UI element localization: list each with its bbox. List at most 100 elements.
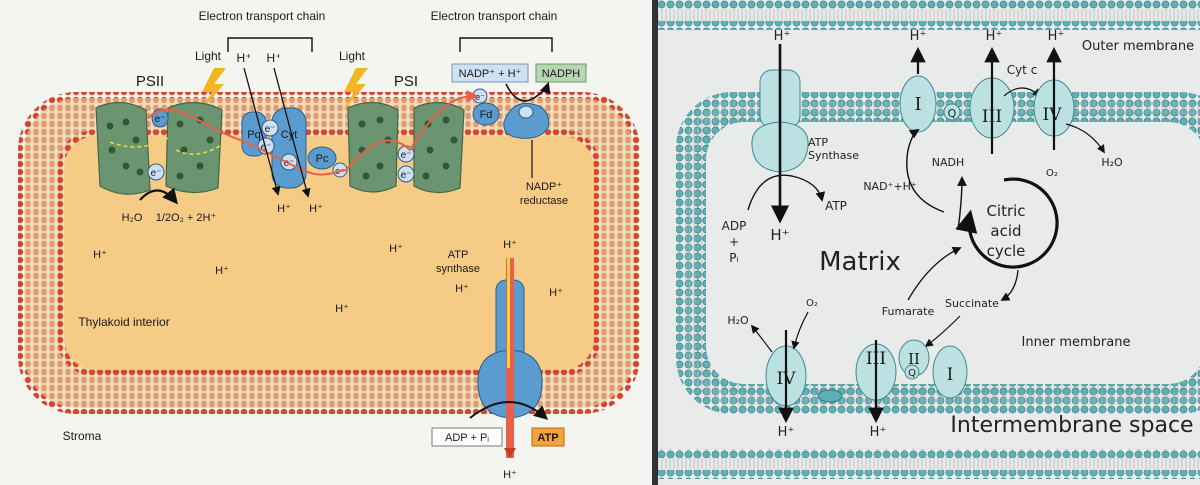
complex-iii: III <box>969 46 1015 154</box>
adp-label: ADP <box>722 219 747 233</box>
ubiquinone <box>943 103 961 121</box>
intermembrane-space-label: Intermembrane space <box>950 413 1193 438</box>
water-split-arrow <box>139 187 178 205</box>
nadph-arrow <box>505 81 551 102</box>
complex-iv: IV <box>765 330 807 424</box>
complex-i-label: I <box>914 94 921 115</box>
light-label-1: Light <box>195 49 222 63</box>
cytochrome-c <box>817 389 843 403</box>
psi-label: PSI <box>394 73 418 90</box>
complex-ii-label: II <box>908 350 920 368</box>
proton-label: H⁺ <box>770 226 789 244</box>
oxygen-label: O₂ <box>1046 168 1058 179</box>
proton-label: H⁺ <box>986 29 1003 44</box>
proton-label: H⁺ <box>335 303 349 315</box>
pq-label: Pq <box>247 129 260 141</box>
complex-iv-label: IV <box>1043 105 1063 125</box>
proton-label: H⁺ <box>503 239 517 251</box>
fd-label: Fd <box>480 109 493 121</box>
proton-label: H⁺ <box>389 243 403 255</box>
fumarate-label: Fumarate <box>882 305 935 318</box>
complex-iv: IV <box>1033 46 1075 150</box>
atp-synthase <box>477 258 543 458</box>
adp-box <box>431 427 503 447</box>
electron-label: e⁻ <box>401 150 412 161</box>
lightning-icon <box>342 68 368 112</box>
proton-label: H⁺ <box>549 287 563 299</box>
adp-label: Pᵢ <box>729 251 738 265</box>
matrix-label: Matrix <box>819 247 901 277</box>
fumarate-arrow <box>907 246 962 301</box>
nadp-reductase-label: NADP⁺ <box>526 181 563 193</box>
nadph-box <box>535 63 587 83</box>
psii-label: PSII <box>136 73 164 90</box>
water-arrow <box>750 324 773 353</box>
outer-membrane-label: Outer membrane <box>1082 39 1194 54</box>
proton-label: H⁺ <box>267 51 282 65</box>
atp-synthase-label: synthase <box>436 263 480 275</box>
citric-acid-label: acid <box>990 222 1021 240</box>
electron-label: e⁻ <box>401 170 412 181</box>
nadp-reductase-label: reductase <box>520 195 568 207</box>
oxygen-label: 1/2O₂ + 2H⁺ <box>156 212 217 224</box>
pc-label: Pc <box>316 153 329 165</box>
proton-label: H⁺ <box>870 425 887 440</box>
water-label: H₂O <box>122 212 143 224</box>
lightning-icon <box>200 68 226 112</box>
mito-atp-label: ATP <box>825 199 847 213</box>
proton-label: H⁺ <box>778 425 795 440</box>
nadp-reductase <box>503 102 550 178</box>
q-label: Q <box>908 368 916 379</box>
succinate-arrow <box>924 315 961 347</box>
panel-divider <box>652 0 658 485</box>
ubiquinone <box>904 364 920 380</box>
proton-label: H⁺ <box>1048 29 1065 44</box>
nadp-box <box>451 63 529 83</box>
water-arrow <box>1065 123 1105 154</box>
nadp-label: NADP⁺ + H⁺ <box>459 68 522 80</box>
nadh-arrow <box>906 128 945 213</box>
proton-label: H⁺ <box>215 265 229 277</box>
electron-label: e⁻ <box>155 114 166 125</box>
light-label-2: Light <box>339 49 366 63</box>
succinate-arrow <box>1000 269 1019 301</box>
etc-bracket-left <box>227 37 313 52</box>
oxygen-arrow <box>791 311 809 350</box>
energy-path <box>109 137 231 155</box>
proton-label: H⁺ <box>93 249 107 261</box>
electron-label: e⁻ <box>151 168 162 179</box>
proton-label: H⁺ <box>455 283 469 295</box>
atp-synthase-label: ATP <box>448 249 469 261</box>
ferredoxin: Fd e⁻ <box>472 88 500 126</box>
proton-arrow <box>273 67 311 198</box>
mito-atp-synthase-label: Synthase <box>808 149 859 162</box>
nad-label: NAD⁺+H⁺ <box>863 180 917 193</box>
thylakoid-interior <box>64 136 594 370</box>
cyt-c-label: Cyt c <box>1007 63 1038 77</box>
proton-label: H⁺ <box>277 203 291 215</box>
citric-acid-label: Citric <box>986 202 1025 220</box>
inner-membrane-label: Inner membrane <box>1022 335 1131 350</box>
cyt-label: Cyt <box>281 129 298 141</box>
proton-arrow <box>243 67 281 196</box>
atp-label: ATP <box>537 432 558 444</box>
stroma-label: Stroma <box>63 429 102 443</box>
thylakoid-interior-label: Thylakoid interior <box>78 315 169 329</box>
etc-label-left: Electron transport chain <box>199 9 326 23</box>
citric-acid-cycle <box>955 177 1059 269</box>
proton-label: H⁺ <box>910 29 927 44</box>
chloroplast-panel: Electron transport chain Electron transp… <box>0 0 652 485</box>
water-label: H₂O <box>727 314 749 327</box>
electron-flow-path <box>147 90 479 176</box>
citric-acid-label: cycle <box>987 242 1026 260</box>
succinate-label: Succinate <box>945 297 999 310</box>
adp-label: ADP + Pᵢ <box>445 432 489 444</box>
atp-box <box>531 427 565 447</box>
mito-atp-synthase <box>751 44 809 224</box>
etc-bracket-right <box>459 37 553 52</box>
water-label: H₂O <box>1101 156 1123 169</box>
adp-label: + <box>729 235 739 249</box>
atp-formation-arrow <box>747 174 826 211</box>
nadh-label: NADH <box>932 156 965 169</box>
